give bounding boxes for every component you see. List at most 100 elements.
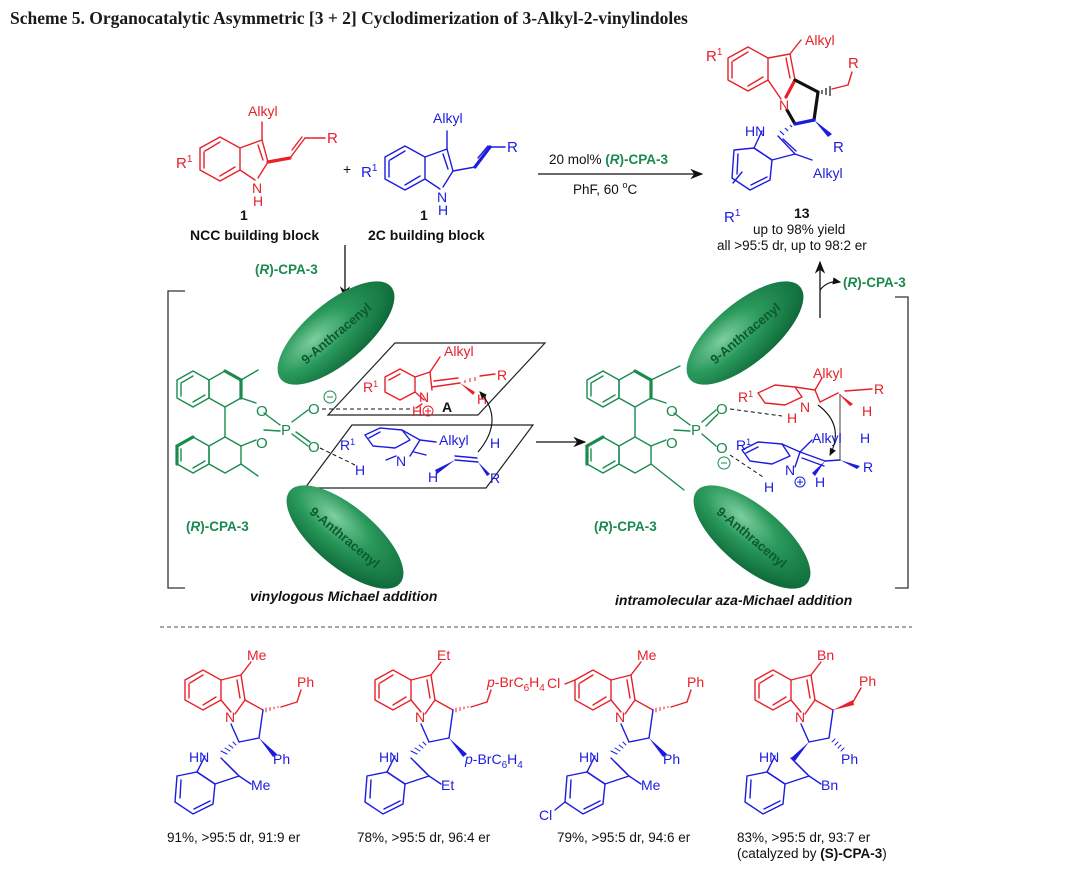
catalyst-label: (R)-CPA-3 xyxy=(594,519,657,534)
hn-atom: HN xyxy=(579,749,599,765)
r1-red: R1 xyxy=(363,379,378,395)
caption-left: vinylogous Michael addition xyxy=(250,588,437,604)
product-13: Alkyl R R1 N R HN Alkyl R1 13 up to 98% … xyxy=(706,32,867,253)
oxygen-atom: O xyxy=(716,440,728,457)
h-blue-2: H xyxy=(428,469,438,485)
hn-atom: HN xyxy=(759,749,779,765)
n-red: N xyxy=(419,389,429,405)
right-bracket xyxy=(895,296,909,589)
compound-number: 1 xyxy=(240,207,248,223)
plane-top xyxy=(326,342,547,416)
top-substituent: Bn xyxy=(817,647,834,663)
r1-blue: R1 xyxy=(736,437,751,453)
side-chain-aryl: Ph xyxy=(859,673,876,689)
product-selectivity: all >95:5 dr, up to 98:2 er xyxy=(717,238,867,253)
r-blue: R xyxy=(863,459,873,475)
anthracenyl-ellipse-top xyxy=(686,281,804,385)
alkyl-bottom: Alkyl xyxy=(813,165,843,181)
aryl-substituent: Ph xyxy=(663,751,680,767)
phosphorus-atom: P xyxy=(691,422,701,439)
n-red: N xyxy=(800,399,810,415)
anthracenyl-ellipse-bottom xyxy=(693,485,811,589)
hn-atom: HN xyxy=(189,749,209,765)
nh-n: N xyxy=(437,189,447,205)
hn-atom: HN xyxy=(379,749,399,765)
aza-michael-arrow xyxy=(817,404,836,456)
example-note: (catalyzed by (S)-CPA-3) xyxy=(737,846,887,861)
example-result: 78%, >95:5 dr, 96:4 er xyxy=(357,830,491,845)
catalyst-label-down: (R)-CPA-3 xyxy=(255,262,318,277)
positive-charge-icon xyxy=(422,405,434,417)
michael-attack-arrow xyxy=(477,391,493,453)
oxygen-atom: O xyxy=(666,403,678,420)
scheme-title: Scheme 5. Organocatalytic Asymmetric [3 … xyxy=(10,8,688,28)
r-label: R xyxy=(327,130,338,147)
reactant-2c: Alkyl R R1 N H 1 2C building block xyxy=(361,110,518,243)
n-blue: N xyxy=(785,462,795,478)
r-blue: R xyxy=(490,470,500,486)
h-red: H xyxy=(862,403,872,419)
reactant-ncc: Alkyl R R1 N H 1 NCC building block xyxy=(176,103,338,243)
alkyl-blue: Alkyl xyxy=(439,432,469,448)
ncc-building-block-label: NCC building block xyxy=(190,227,319,243)
compound-number: 1 xyxy=(420,207,428,223)
example-result: 79%, >95:5 dr, 94:6 er xyxy=(557,830,691,845)
binol-backbone xyxy=(585,365,719,491)
conditions-catalyst: 20 mol% (R)-CPA-3 xyxy=(549,152,669,167)
positive-charge-icon xyxy=(794,476,806,488)
plane-bottom xyxy=(303,424,535,489)
h-nh-red: H xyxy=(412,403,422,419)
nh-h: H xyxy=(253,193,263,209)
bottom-substituent: Et xyxy=(441,777,454,793)
top-substituent: Et xyxy=(437,647,450,663)
r1-red: R1 xyxy=(738,389,753,405)
example-result: 91%, >95:5 dr, 91:9 er xyxy=(167,830,301,845)
hash-bond xyxy=(821,86,831,96)
r-red: R xyxy=(874,381,884,397)
oxygen-atom: O xyxy=(308,439,320,456)
oxygen-atom: O xyxy=(308,401,320,418)
bottom-substituent: Me xyxy=(251,777,271,793)
anthracenyl-ellipse-bottom xyxy=(286,485,404,589)
oxygen-atom: O xyxy=(666,435,678,452)
h-nh-blue: H xyxy=(355,462,365,478)
r-top: R xyxy=(848,55,859,72)
transition-state-right: 9-Anthracenyl 9-Anthracenyl O O P O O (R… xyxy=(585,281,884,608)
side-chain-aryl: Ph xyxy=(297,674,314,690)
n-atom: N xyxy=(225,709,235,725)
r1-bottom: R1 xyxy=(724,208,741,226)
h-nh-red: H xyxy=(787,410,797,426)
h-nh-blue: H xyxy=(764,479,774,495)
catalyst-label: (R)-CPA-3 xyxy=(186,519,249,534)
alkyl-red: Alkyl xyxy=(813,365,843,381)
phosphorus-atom: P xyxy=(281,422,291,439)
chloro-substituent-top: Cl xyxy=(547,675,560,691)
product-number: 13 xyxy=(794,205,810,221)
side-chain-aryl: Ph xyxy=(687,674,704,690)
intermediate-label: A xyxy=(442,399,452,415)
n-atom: N xyxy=(795,709,805,725)
h-blue: H xyxy=(490,435,500,451)
aryl-substituent: Ph xyxy=(273,751,290,767)
nh-n: N xyxy=(252,180,262,196)
h-blue-2: H xyxy=(815,474,825,490)
r1-label: R1 xyxy=(361,163,378,181)
transition-state-left: 9-Anthracenyl 9-Anthracenyl O O P O O xyxy=(175,281,547,604)
binol-backbone xyxy=(175,369,311,477)
nh-h: H xyxy=(438,202,448,218)
n-atom: N xyxy=(415,709,425,725)
h-blue: H xyxy=(860,430,870,446)
bottom-substituent: Me xyxy=(641,777,661,793)
product-yield: up to 98% yield xyxy=(753,222,845,237)
side-chain-aryl: p-BrC6H4 xyxy=(486,674,545,694)
n-atom: N xyxy=(779,97,789,113)
plus-sign: + xyxy=(343,161,351,177)
hn-atom: HN xyxy=(745,123,765,139)
alkyl-top: Alkyl xyxy=(805,32,835,48)
alkyl-label: Alkyl xyxy=(433,110,463,126)
